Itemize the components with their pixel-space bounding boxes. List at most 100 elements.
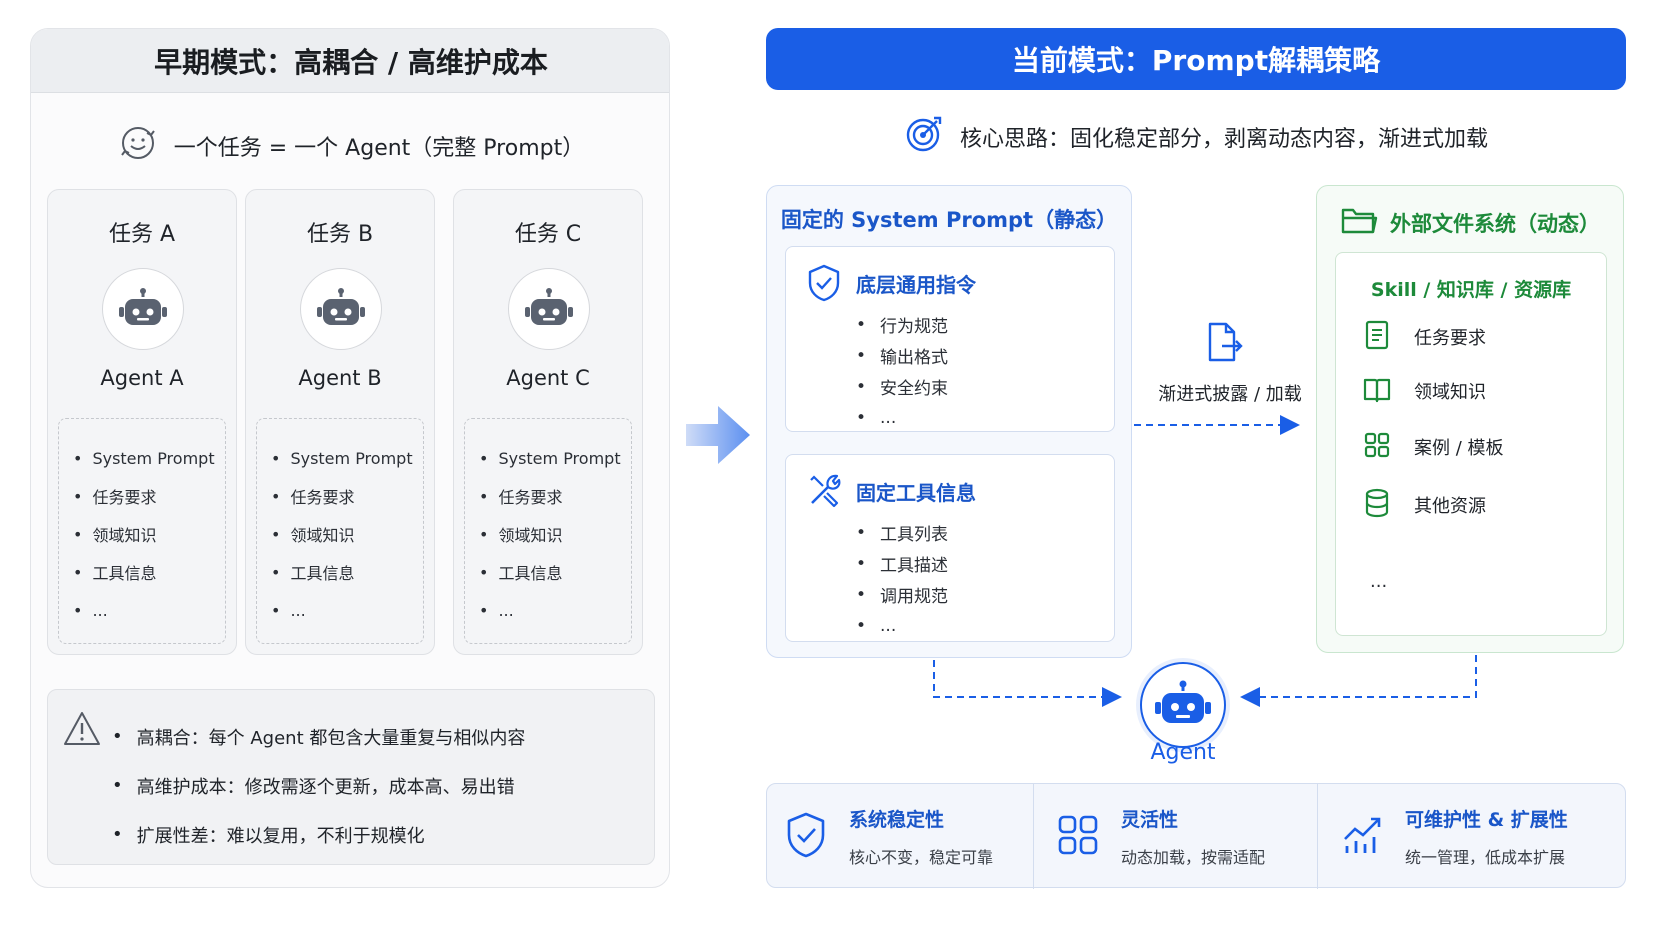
database-icon [1362, 487, 1392, 524]
benefit-flexibility: 灵活性 动态加载，按需适配 [1057, 784, 1317, 889]
list-item: 调用规范 [856, 579, 948, 610]
refresh-face-icon [118, 123, 158, 169]
issue-maintenance: 高维护成本：修改需逐个更新，成本高、易出错 [112, 761, 525, 810]
divider [1317, 784, 1318, 889]
list-item: 工具信息 [271, 553, 423, 591]
agent-card-a: 任务 A Agent A System Prompt 任务要求 领域知识 工具信… [47, 189, 237, 655]
list-item: 行为规范 [856, 309, 948, 340]
fixed-tools-list: 工具列表 工具描述 调用规范 ... [856, 517, 948, 641]
list-item: 工具描述 [856, 548, 948, 579]
resource-item-knowledge: 领域知识 [1362, 371, 1602, 411]
agent-label: Agent [1150, 740, 1216, 765]
agent-name: Agent B [298, 366, 382, 390]
file-export-icon [1204, 320, 1244, 368]
list-item: 领域知识 [271, 515, 423, 553]
shield-check-icon [806, 263, 842, 307]
benefit-maintainability: 可维护性 & 扩展性 统一管理，低成本扩展 [1341, 784, 1621, 889]
dynamic-file-system-panel: 外部文件系统（动态） Skill / 知识库 / 资源库 任务要求 [1316, 185, 1624, 653]
robot-icon [508, 268, 590, 350]
fixed-tools-box: 固定工具信息 工具列表 工具描述 调用规范 ... [785, 454, 1115, 642]
list-item: 工具列表 [856, 517, 948, 548]
list-item: ... [271, 591, 423, 629]
early-mode-subtitle-row: 一个任务 = 一个 Agent（完整 Prompt） [31, 121, 669, 171]
dynamic-to-agent-arrow [1240, 655, 1477, 707]
list-item: 任务要求 [479, 477, 631, 515]
list-item: 领域知识 [73, 515, 225, 553]
static-to-agent-arrow [933, 660, 1122, 707]
benefit-title: 灵活性 [1121, 809, 1179, 831]
list-item: 输出格式 [856, 340, 948, 371]
static-system-prompt-panel: 固定的 System Prompt（静态） 底层通用指令 行为规范 输出格式 安… [766, 185, 1132, 658]
document-icon [1362, 319, 1392, 356]
agent-name: Agent C [506, 366, 590, 390]
resource-library-title: Skill / 知识库 / 资源库 [1370, 279, 1572, 301]
prompt-contents-box: System Prompt 任务要求 领域知识 工具信息 ... [58, 418, 226, 644]
agent-card-b: 任务 B Agent B System Prompt 任务要求 领域知识 工具信… [245, 189, 435, 655]
benefit-desc: 核心不变，稳定可靠 [849, 848, 994, 867]
dynamic-panel-title: 外部文件系统（动态） [1390, 211, 1600, 236]
resource-item-other: 其他资源 [1362, 485, 1602, 525]
prompt-contents-box: System Prompt 任务要求 领域知识 工具信息 ... [464, 418, 632, 644]
list-item: 任务要求 [271, 477, 423, 515]
benefit-stability: 系统稳定性 核心不变，稳定可靠 [785, 784, 1035, 889]
resource-label: 领域知识 [1414, 382, 1486, 403]
folder-icon [1340, 204, 1378, 241]
static-panel-title: 固定的 System Prompt（静态） [780, 208, 1118, 232]
task-title: 任务 C [514, 222, 582, 247]
list-item: System Prompt [73, 439, 225, 477]
list-item: ... [856, 610, 948, 641]
list-item: 工具信息 [73, 553, 225, 591]
current-mode-subtitle: 核心思路：固化稳定部分，剥离动态内容，渐进式加载 [959, 127, 1488, 152]
task-title: 任务 B [306, 222, 374, 247]
tools-icon [806, 471, 844, 513]
benefit-title: 系统稳定性 [849, 809, 945, 831]
list-item: 安全约束 [856, 371, 948, 402]
dynamic-panel-title-row: 外部文件系统（动态） [1317, 204, 1623, 241]
resource-library-box: Skill / 知识库 / 资源库 任务要求 领域知识 [1335, 252, 1607, 636]
task-title: 任务 A [108, 222, 176, 247]
robot-icon [102, 268, 184, 350]
issues-box: 高耦合：每个 Agent 都包含大量重复与相似内容 高维护成本：修改需逐个更新，… [47, 689, 655, 865]
current-mode-subtitle-row: 核心思路：固化稳定部分，剥离动态内容，渐进式加载 [766, 112, 1626, 162]
current-mode-title: 当前模式：Prompt解耦策略 [766, 28, 1626, 90]
core-instructions-list: 行为规范 输出格式 安全约束 ... [856, 309, 948, 433]
progressive-loading-label: 渐进式披露 / 加载 [1158, 384, 1302, 405]
list-item: ... [479, 591, 631, 629]
benefit-desc: 动态加载，按需适配 [1121, 848, 1266, 867]
core-instructions-title: 底层通用指令 [856, 273, 976, 297]
agent-name: Agent A [100, 366, 184, 390]
early-mode-subtitle: 一个任务 = 一个 Agent（完整 Prompt） [173, 136, 585, 161]
shield-check-icon [785, 810, 827, 864]
resource-more: ... [1370, 571, 1388, 592]
resource-label: 任务要求 [1414, 328, 1486, 349]
list-item: 领域知识 [479, 515, 631, 553]
issues-list: 高耦合：每个 Agent 都包含大量重复与相似内容 高维护成本：修改需逐个更新，… [112, 712, 526, 859]
robot-icon [300, 268, 382, 350]
grid-icon [1057, 813, 1099, 861]
agent-robot-icon [1140, 662, 1226, 748]
resource-item-templates: 案例 / 模板 [1362, 427, 1602, 467]
resource-label: 案例 / 模板 [1414, 438, 1504, 459]
list-item: 任务要求 [73, 477, 225, 515]
target-icon [904, 114, 944, 160]
resource-label: 其他资源 [1414, 496, 1486, 517]
transition-arrow-icon [684, 400, 754, 474]
growth-chart-icon [1341, 813, 1383, 861]
list-item: ... [856, 402, 948, 433]
list-item: 工具信息 [479, 553, 631, 591]
resource-item-task: 任务要求 [1362, 317, 1602, 357]
divider [1033, 784, 1034, 889]
prompt-contents-box: System Prompt 任务要求 领域知识 工具信息 ... [256, 418, 424, 644]
early-mode-panel: 早期模式：高耦合 / 高维护成本 一个任务 = 一个 Agent（完整 Prom… [30, 28, 670, 888]
issue-scalability: 扩展性差：难以复用，不利于规模化 [112, 810, 525, 859]
warning-icon [62, 710, 102, 752]
book-open-icon [1362, 373, 1392, 410]
benefit-title: 可维护性 & 扩展性 [1405, 809, 1568, 831]
list-item: System Prompt [271, 439, 423, 477]
list-item: ... [73, 591, 225, 629]
list-item: System Prompt [479, 439, 631, 477]
benefit-desc: 统一管理，低成本扩展 [1405, 848, 1566, 867]
issue-coupling: 高耦合：每个 Agent 都包含大量重复与相似内容 [112, 712, 526, 761]
agent-card-c: 任务 C Agent C System Prompt 任务要求 领域知识 工具信… [453, 189, 643, 655]
